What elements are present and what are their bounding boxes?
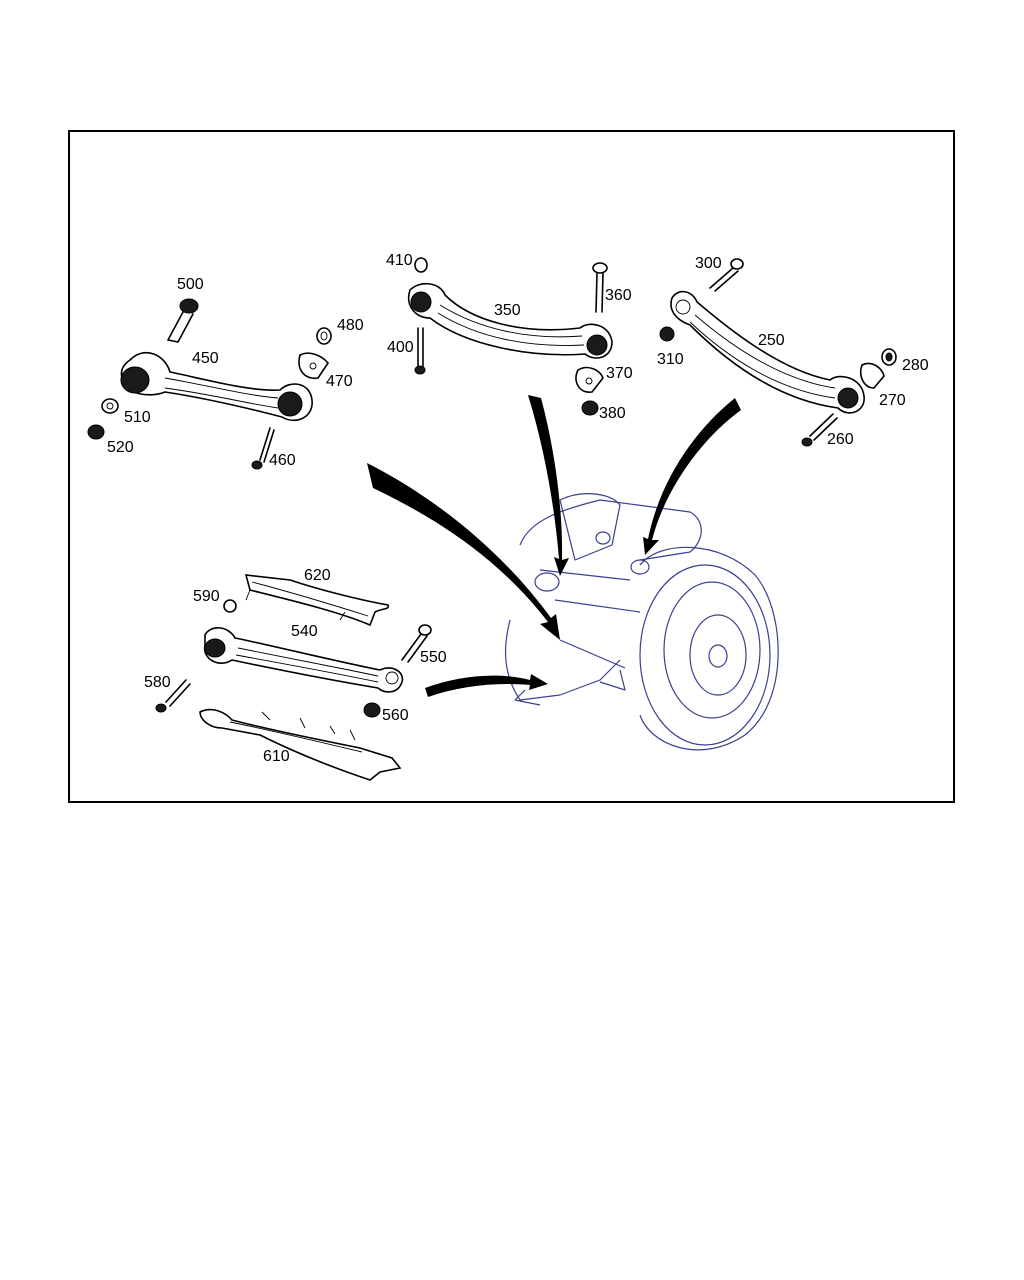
part-labels: 410 300 500 350 360 250 480 450 400 310 …: [107, 252, 929, 765]
label-450: 450: [192, 350, 219, 367]
label-550: 550: [420, 649, 447, 666]
label-510: 510: [124, 409, 151, 426]
label-520: 520: [107, 439, 134, 456]
eccentric-plate-370: [575, 366, 604, 393]
control-arm-350: [408, 282, 613, 359]
nut-310: [659, 326, 675, 342]
cover-620: [244, 574, 390, 627]
nut-560: [363, 702, 381, 718]
label-460: 460: [269, 452, 296, 469]
control-arm-450: [120, 351, 313, 422]
label-560: 560: [382, 707, 409, 724]
label-250: 250: [758, 332, 785, 349]
nut-520: [87, 424, 105, 440]
nut-380: [581, 400, 599, 416]
label-400: 400: [387, 339, 414, 356]
label-350: 350: [494, 302, 521, 319]
washer-510: [101, 398, 119, 414]
washer-480: [316, 327, 332, 345]
label-480: 480: [337, 317, 364, 334]
label-270: 270: [879, 392, 906, 409]
washer-590: [223, 599, 237, 613]
washer-280: [881, 348, 897, 366]
eccentric-plate-270: [859, 362, 885, 389]
label-410: 410: [386, 252, 413, 269]
bolt-460: [251, 427, 275, 470]
label-580: 580: [144, 674, 171, 691]
control-arm-540: [204, 627, 404, 693]
label-620: 620: [304, 567, 331, 584]
label-590: 590: [193, 588, 220, 605]
assembly-arrows: [367, 395, 741, 697]
label-310: 310: [657, 351, 684, 368]
bolt-260: [801, 413, 838, 447]
suspension-exploded-diagram: 410 300 500 350 360 250 480 450 400 310 …: [87, 252, 929, 781]
wheel-hub-assembly: [505, 493, 779, 751]
label-610: 610: [263, 748, 290, 765]
control-arm-250: [670, 290, 865, 414]
label-280: 280: [902, 357, 929, 374]
bolt-580: [155, 679, 191, 713]
label-260: 260: [827, 431, 854, 448]
label-300: 300: [695, 255, 722, 272]
bolt-360: [592, 262, 608, 313]
label-540: 540: [291, 623, 318, 640]
bolt-500: [167, 298, 199, 343]
label-470: 470: [326, 373, 353, 390]
label-380: 380: [599, 405, 626, 422]
bolt-300: [709, 258, 744, 292]
cover-610: [199, 708, 402, 781]
bolt-400: [414, 327, 426, 375]
washer-410: [414, 257, 428, 273]
label-370: 370: [606, 365, 633, 382]
label-500: 500: [177, 276, 204, 293]
eccentric-plate-470: [298, 352, 330, 380]
label-360: 360: [605, 287, 632, 304]
bolt-550: [401, 624, 432, 663]
diagram-frame: 410 300 500 350 360 250 480 450 400 310 …: [68, 130, 955, 803]
